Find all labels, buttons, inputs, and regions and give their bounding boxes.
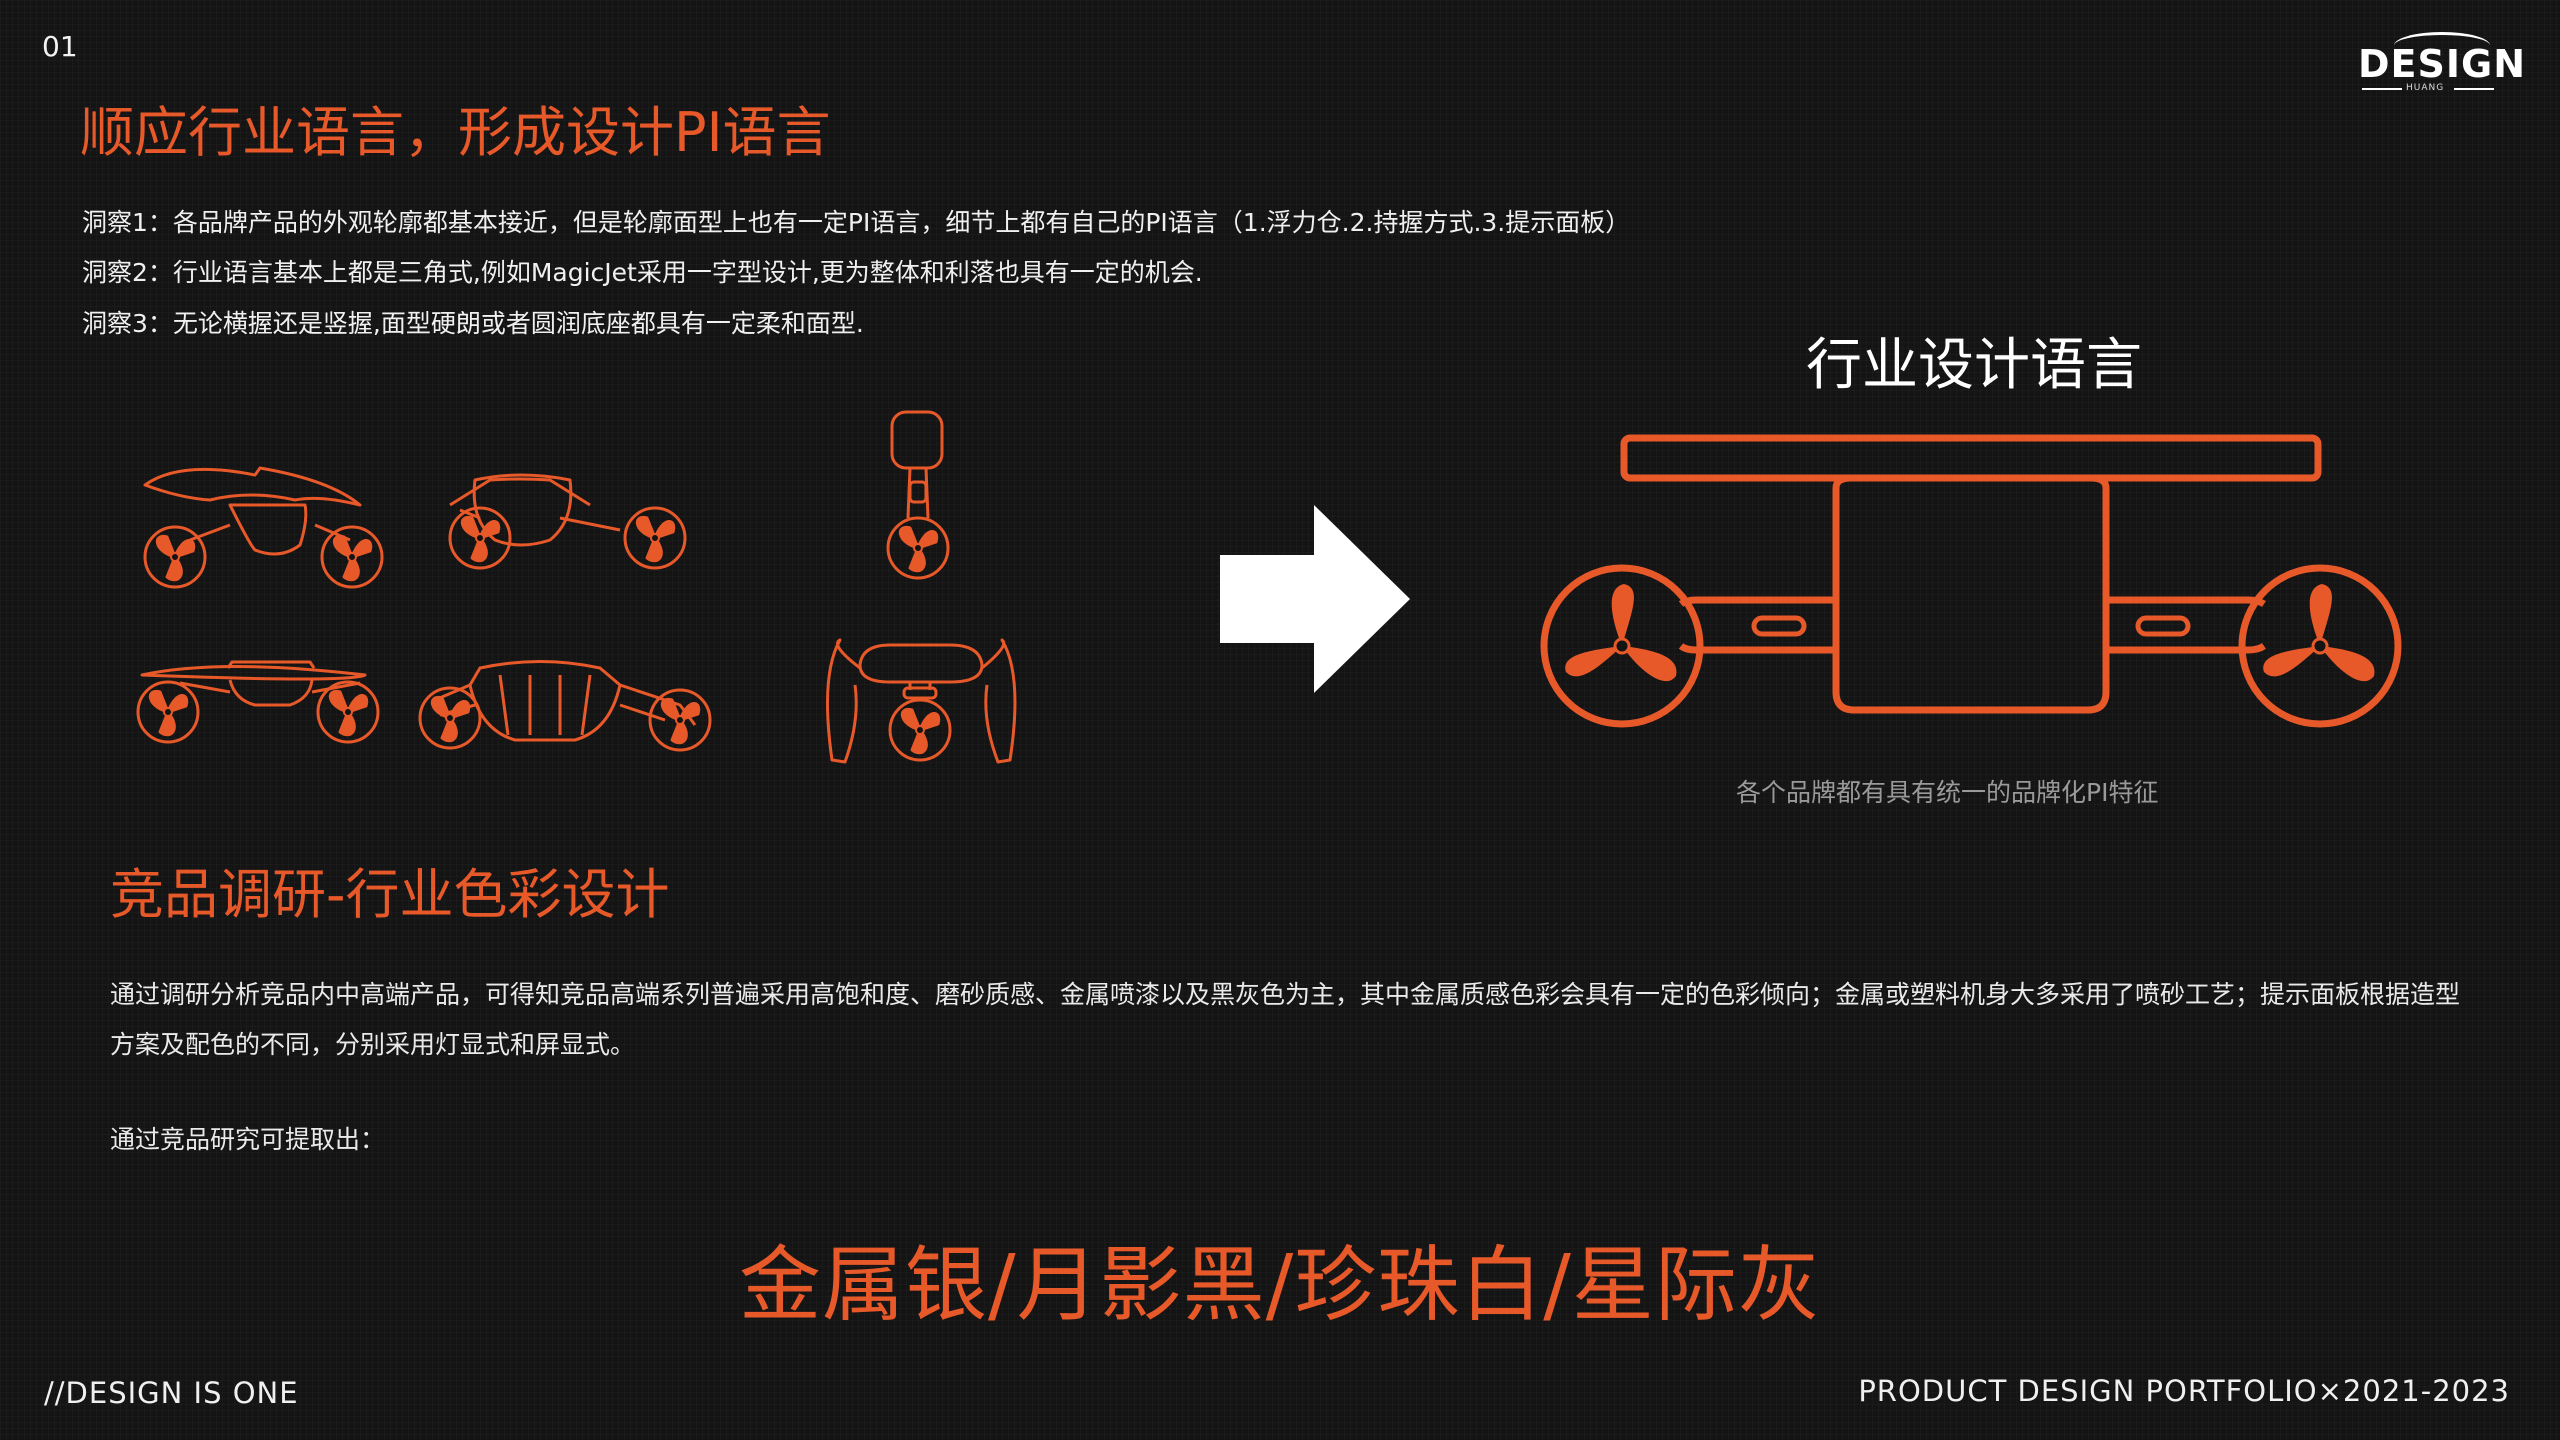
insight-3: 洞察3：无论横握还是竖握,面型硬朗或者圆润底座都具有一定柔和面型. bbox=[82, 309, 864, 338]
sketch-5 bbox=[418, 660, 712, 752]
right-arrow-icon bbox=[1220, 505, 1410, 693]
section1-title: 顺应行业语言，形成设计PI语言 bbox=[80, 101, 831, 164]
sketch-4 bbox=[136, 660, 380, 744]
insight-1: 洞察1：各品牌产品的外观轮廓都基本接近，但是轮廓面型上也有一定PI语言，细节上都… bbox=[82, 208, 1631, 237]
industry-title: 行业设计语言 bbox=[1806, 333, 2142, 398]
sketch-3 bbox=[886, 410, 950, 580]
sketch-2 bbox=[448, 473, 687, 570]
insight-2: 洞察2：行业语言基本上都是三角式,例如MagicJet采用一字型设计,更为整体和… bbox=[82, 258, 1203, 287]
competitor-sketches bbox=[136, 410, 1017, 764]
logo-word: DESIGN bbox=[2358, 42, 2527, 86]
design-logo: DESIGN HUANG bbox=[2358, 32, 2525, 100]
section2-title: 竞品调研-行业色彩设计 bbox=[110, 863, 670, 926]
industry-design-illustration bbox=[1536, 434, 2416, 732]
footer-portfolio: PRODUCT DESIGN PORTFOLIO×2021-2023 bbox=[1858, 1374, 2510, 1408]
extracted-colors: 金属银/月影黑/珍珠白/星际灰 bbox=[739, 1238, 1821, 1333]
sketch-6 bbox=[826, 638, 1017, 764]
extract-label: 通过竞品研究可提取出： bbox=[110, 1125, 386, 1154]
logo-sub: HUANG bbox=[2406, 83, 2445, 93]
footer-tagline: //DESIGN IS ONE bbox=[44, 1376, 299, 1410]
section2-paragraph: 通过调研分析竞品内中高端产品，可得知竞品高端系列普遍采用高饱和度、磨砂质感、金属… bbox=[110, 980, 2461, 1059]
sketch-1 bbox=[143, 466, 384, 589]
industry-caption: 各个品牌都有具有统一的品牌化PI特征 bbox=[1736, 778, 2159, 807]
page-number: 01 bbox=[42, 30, 78, 63]
